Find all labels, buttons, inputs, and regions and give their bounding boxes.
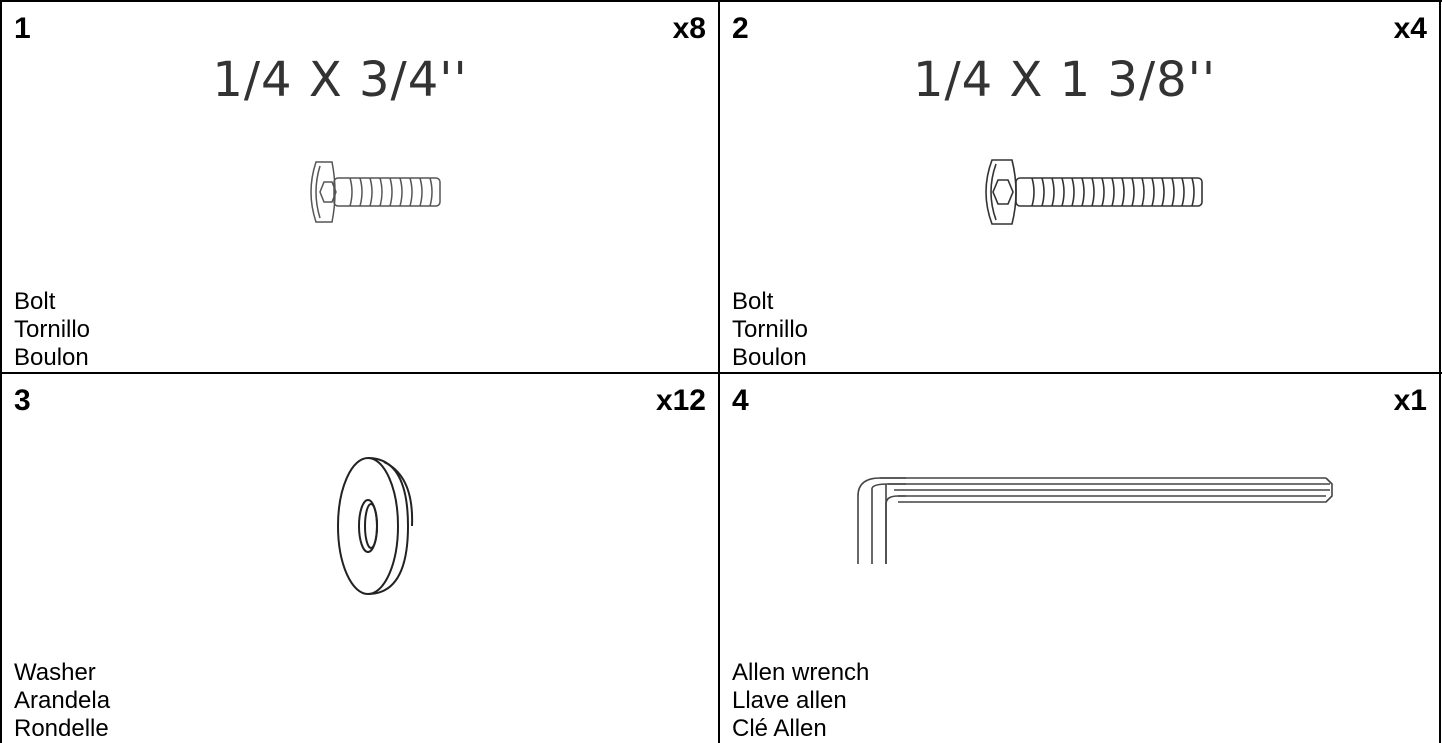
- part-number: 4: [732, 384, 749, 417]
- part-names: Bolt Tornillo Boulon: [732, 288, 808, 372]
- short-bolt-icon: [310, 161, 441, 223]
- allen-wrench-icon: [857, 477, 1333, 564]
- name-english: Allen wrench: [732, 659, 870, 686]
- divider-horizontal: [0, 372, 1442, 374]
- name-spanish: Tornillo: [732, 316, 809, 343]
- part-names: Bolt Tornillo Boulon: [14, 288, 90, 372]
- name-spanish: Llave allen: [732, 687, 847, 714]
- border-left: [0, 0, 2, 743]
- name-english: Bolt: [732, 288, 774, 315]
- name-spanish: Tornillo: [14, 316, 91, 343]
- name-french: Boulon: [732, 344, 807, 371]
- part-cell-3: 3 x12 Washer Arandela Rondelle: [2, 374, 718, 743]
- border-top: [0, 0, 1442, 2]
- name-french: Clé Allen: [732, 715, 827, 742]
- part-number: 1: [14, 12, 31, 45]
- part-names: Washer Arandela Rondelle: [14, 659, 110, 743]
- part-cell-4: 4 x1 Allen wrench: [720, 374, 1439, 743]
- part-quantity: x8: [672, 12, 706, 45]
- washer-icon: [337, 457, 414, 595]
- part-names: Allen wrench Llave allen Clé Allen: [732, 659, 869, 743]
- part-size: 1/4 X 1 3/8'': [912, 52, 1217, 108]
- part-quantity: x4: [1393, 12, 1427, 45]
- border-right: [1439, 0, 1441, 743]
- name-french: Boulon: [14, 344, 89, 371]
- part-number: 3: [14, 384, 31, 417]
- name-spanish: Arandela: [14, 687, 111, 714]
- long-bolt-icon: [985, 159, 1203, 225]
- divider-vertical: [718, 0, 720, 743]
- part-size: 1/4 X 3/4'': [212, 52, 468, 108]
- part-quantity: x12: [655, 384, 706, 417]
- part-number: 2: [732, 12, 749, 45]
- name-french: Rondelle: [14, 715, 109, 742]
- part-quantity: x1: [1393, 384, 1427, 417]
- part-cell-1: 1 x8 1/4 X 3/4'' Bolt Tornillo Boulon: [2, 2, 718, 372]
- name-english: Washer: [14, 659, 96, 686]
- name-english: Bolt: [14, 288, 56, 315]
- part-cell-2: 2 x4 1/4 X 1 3/8'' Bolt Tornillo Boulon: [720, 2, 1439, 372]
